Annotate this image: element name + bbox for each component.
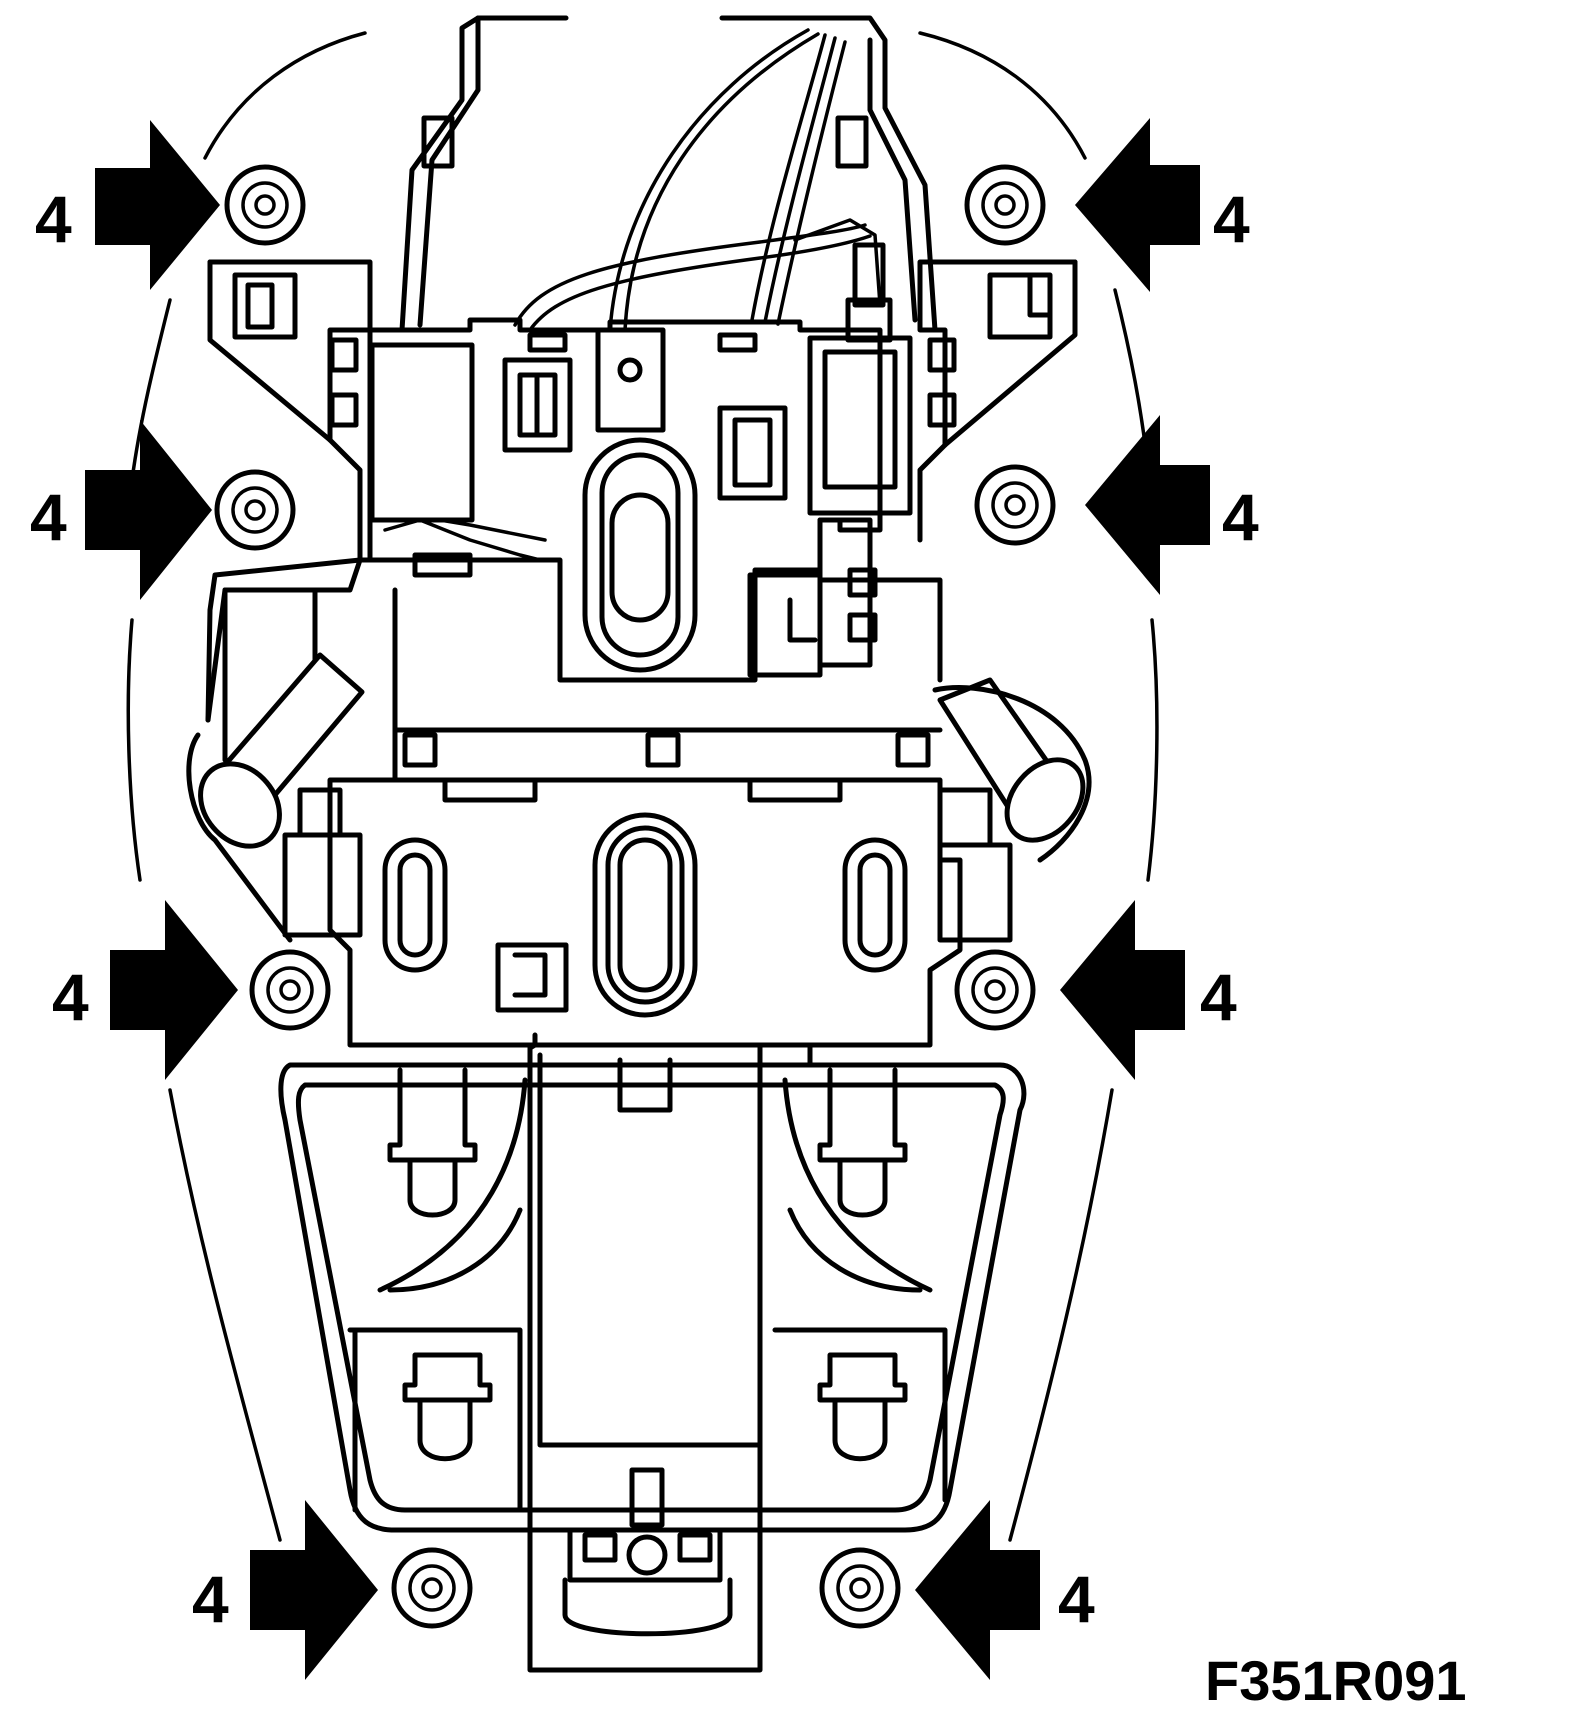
callout-label-bottom-right: 4 — [1058, 1562, 1095, 1636]
grommet-upper-left — [224, 164, 306, 246]
mounting-grommets — [214, 164, 1056, 1629]
arrow-mid-right — [1085, 415, 1210, 595]
lower-board — [282, 777, 1013, 1068]
callout-label-bottom-left: 4 — [192, 1562, 229, 1636]
callout-label-lower-left: 4 — [52, 960, 89, 1034]
wire-harness — [513, 28, 893, 343]
top-right-bracket — [719, 15, 938, 333]
grommet-bottom-left — [391, 1547, 473, 1629]
arrow-bottom-left — [250, 1500, 378, 1680]
callout-labels: 4 4 4 4 4 4 4 4 — [30, 182, 1259, 1636]
grommet-upper-right — [964, 164, 1046, 246]
grommet-bottom-right — [819, 1547, 901, 1629]
upper-housing — [205, 259, 1078, 723]
top-left-bracket — [399, 15, 569, 333]
callout-label-mid-right: 4 — [1222, 480, 1259, 554]
callout-label-mid-left: 4 — [30, 480, 67, 554]
arrow-lower-left — [110, 900, 238, 1080]
bottom-lamp-tray — [278, 1042, 1027, 1673]
arrow-bottom-right — [915, 1500, 1040, 1680]
arrow-lower-right — [1060, 900, 1185, 1080]
arrow-upper-left — [95, 120, 220, 290]
callout-label-upper-right: 4 — [1213, 182, 1250, 256]
grommet-mid-right — [974, 464, 1056, 546]
outline-guides — [126, 31, 1159, 1542]
figure-code: F351R091 — [1205, 1649, 1467, 1712]
grommet-mid-left — [214, 469, 296, 551]
middle-frame — [186, 557, 1092, 943]
callout-arrows — [85, 118, 1210, 1680]
arrow-mid-left — [85, 420, 212, 600]
grommet-lower-right — [954, 949, 1036, 1031]
grommet-lower-left — [249, 949, 331, 1031]
callout-label-upper-left: 4 — [35, 182, 72, 256]
callout-label-lower-right: 4 — [1200, 960, 1237, 1034]
arrow-upper-right — [1075, 118, 1200, 292]
